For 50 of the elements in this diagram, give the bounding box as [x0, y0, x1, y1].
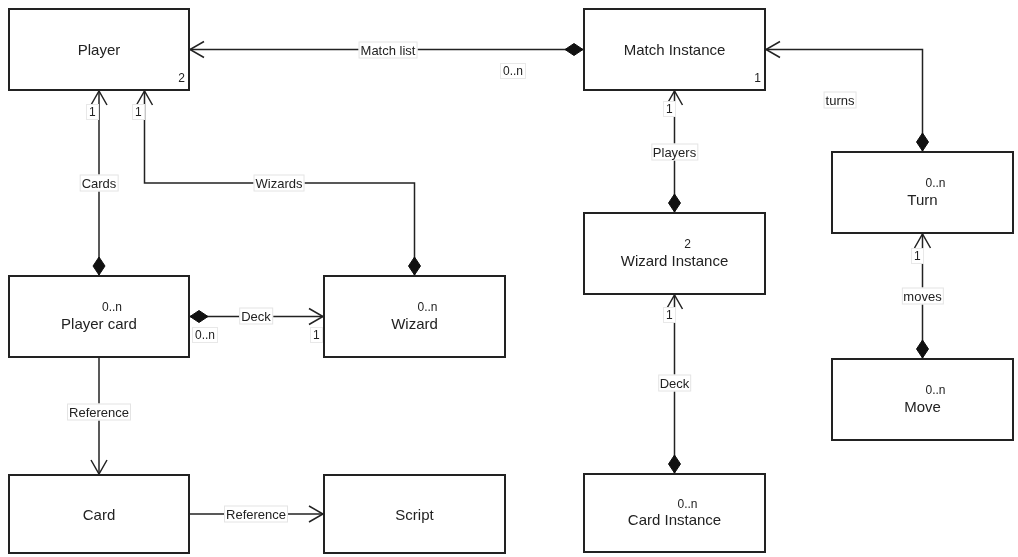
multiplicity-label: 1 — [86, 104, 99, 120]
class-name: Card Instance — [627, 511, 722, 529]
class-box — [583, 212, 766, 295]
class-box — [831, 358, 1014, 441]
class-box — [323, 474, 506, 554]
multiplicity: 0..n — [677, 497, 698, 512]
class-name: Script — [395, 505, 434, 523]
multiplicity-label: 1 — [911, 248, 924, 264]
class-name: Card — [82, 505, 116, 523]
class-box — [8, 275, 190, 358]
multiplicity: 0..n — [102, 301, 122, 315]
class-box — [583, 473, 766, 553]
multiplicity: 0..n — [925, 384, 946, 398]
class-box — [323, 275, 506, 358]
edge-label: Players — [650, 143, 699, 161]
edge-label: Wizards — [253, 174, 305, 192]
edge-label: Reference — [224, 505, 288, 523]
multiplicity-label: 0..n — [500, 63, 526, 79]
class-box — [8, 8, 190, 91]
edge-label: moves — [901, 287, 944, 305]
multiplicity: 1 — [754, 71, 761, 85]
multiplicity: 2 — [684, 238, 691, 252]
edge-label: Deck — [239, 307, 273, 325]
class-name: Turn — [907, 190, 938, 208]
association-arrow — [665, 294, 684, 474]
class-box — [583, 8, 766, 91]
association-arrow — [135, 90, 421, 276]
multiplicity-label: 1 — [132, 104, 145, 120]
class-name: Wizard Instance — [620, 251, 729, 269]
class-name: Player card — [61, 314, 137, 332]
multiplicity-label: 0..n — [192, 327, 218, 343]
class-box — [8, 474, 190, 554]
class-name: Player — [77, 41, 121, 58]
multiplicity-label: 1 — [663, 307, 676, 323]
class-name: Match Instance — [623, 41, 726, 58]
edge-label: Deck — [657, 374, 692, 392]
multiplicity-label: 1 — [310, 327, 323, 343]
multiplicity-label: 1 — [663, 101, 676, 117]
association-arrow — [90, 90, 108, 276]
class-name: Wizard — [391, 314, 438, 332]
multiplicity: 2 — [178, 71, 185, 85]
edge-label: Reference — [67, 403, 131, 421]
multiplicity: 0..n — [417, 301, 438, 315]
multiplicity: 0..n — [925, 177, 946, 191]
edge-label: turns — [823, 91, 857, 109]
edge-label: Cards — [79, 174, 119, 192]
class-name: Move — [904, 397, 941, 415]
edge-label: Match list — [358, 41, 418, 59]
association-arrow — [765, 40, 929, 152]
class-box — [831, 151, 1014, 234]
